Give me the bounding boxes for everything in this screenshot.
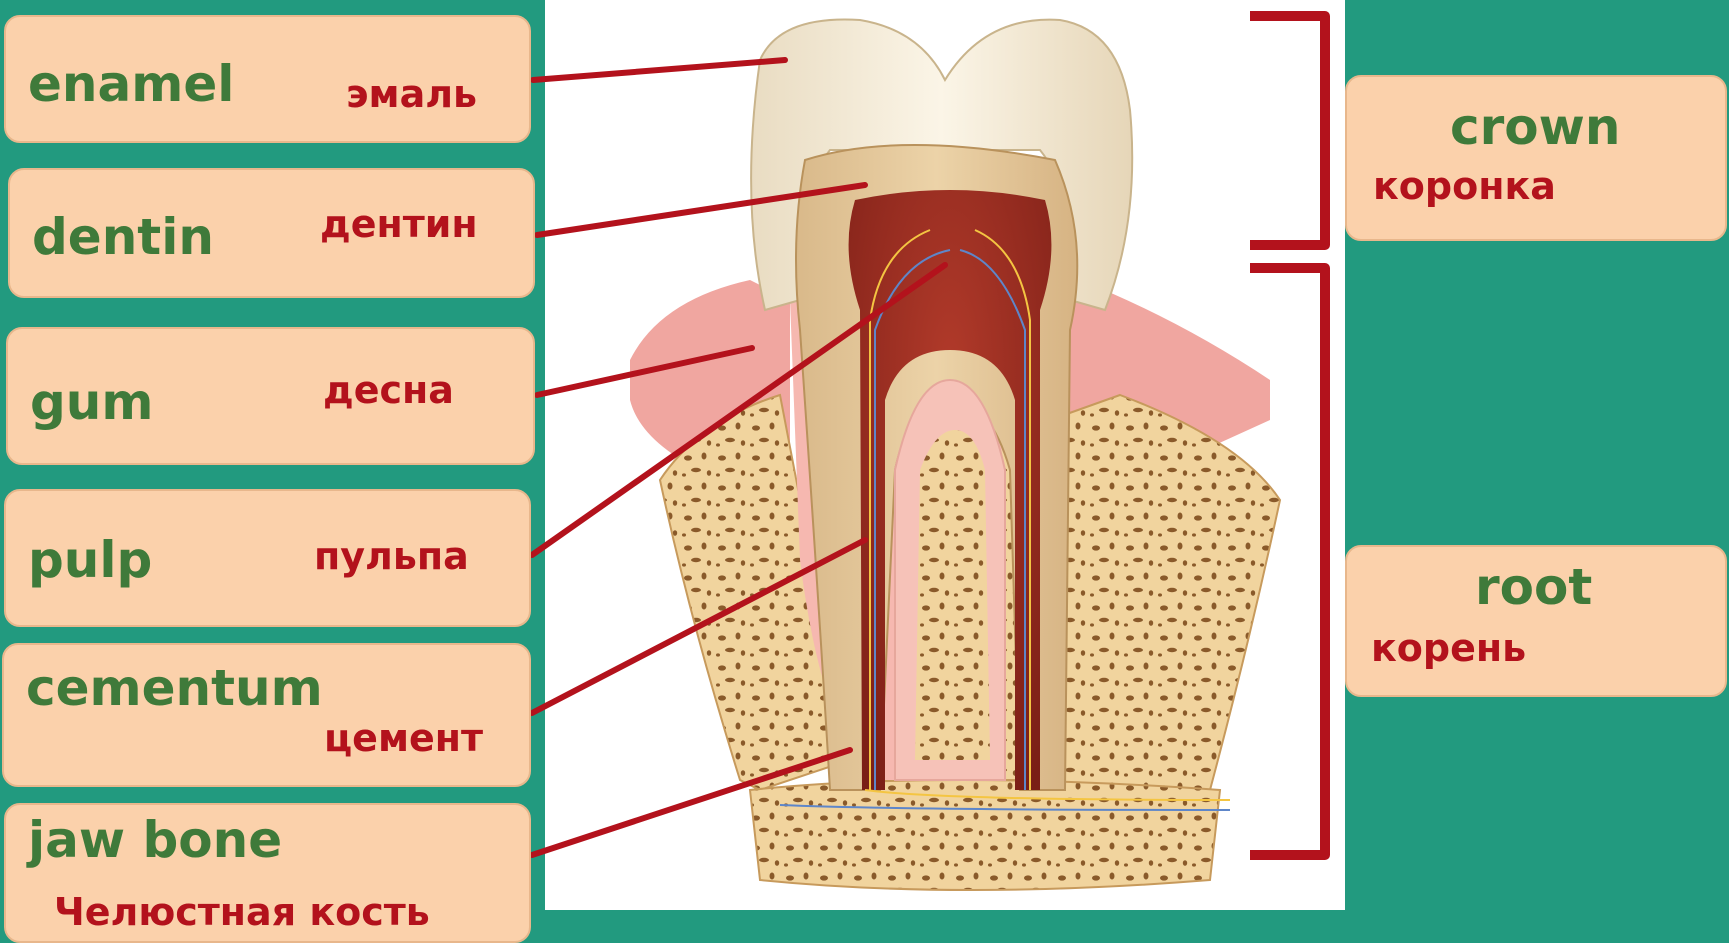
leader-enamel (533, 60, 785, 80)
section-root-russian: корень (1371, 629, 1526, 667)
crown-bracket (1250, 16, 1325, 245)
label-cementum: cementum цемент (2, 643, 531, 787)
section-root-english: root (1475, 562, 1592, 612)
label-gum: gum десна (6, 327, 535, 465)
inter-root-bone-shape (915, 430, 990, 760)
label-enamel: enamel эмаль (4, 15, 531, 143)
label-gum-russian: десна (323, 371, 454, 409)
label-jawbone: jaw bone Челюстная кость (4, 803, 531, 943)
section-root: root корень (1345, 545, 1727, 697)
label-cementum-russian: цемент (324, 719, 483, 757)
label-pulp-russian: пульпа (314, 537, 469, 575)
section-crown: crown коронка (1345, 75, 1727, 241)
section-crown-russian: коронка (1373, 167, 1556, 205)
label-pulp: pulp пульпа (4, 489, 531, 627)
label-jawbone-english: jaw bone (28, 815, 282, 865)
label-dentin-english: dentin (32, 212, 214, 262)
label-gum-english: gum (30, 377, 154, 427)
label-dentin: dentin дентин (8, 168, 535, 298)
label-jawbone-russian: Челюстная кость (54, 893, 430, 931)
label-pulp-english: pulp (28, 535, 152, 585)
section-crown-english: crown (1450, 102, 1620, 152)
label-cementum-english: cementum (26, 663, 323, 713)
label-enamel-russian: эмаль (346, 75, 477, 113)
label-enamel-english: enamel (28, 59, 234, 109)
label-dentin-russian: дентин (320, 205, 478, 243)
